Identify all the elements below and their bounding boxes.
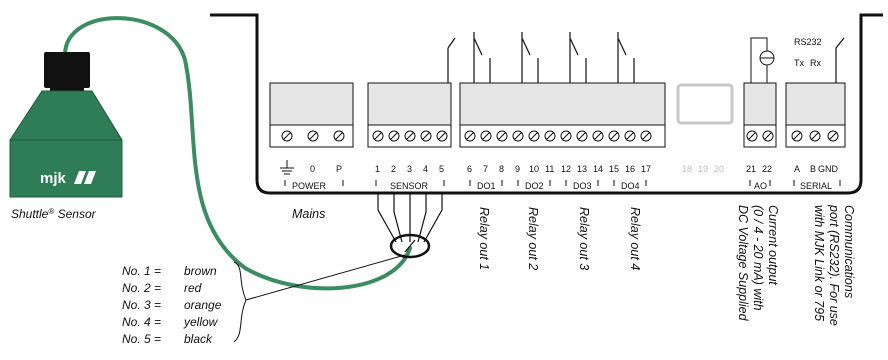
wire-4-number: No. 4 = (122, 315, 161, 329)
sensor-screws (372, 130, 448, 142)
terminal-8: 8 (499, 164, 504, 174)
sensor-terminal-block: 1 2 3 4 5 SENSOR (367, 82, 452, 191)
terminal-12: 12 (561, 164, 571, 174)
current-output-line-1: Current output (766, 205, 780, 285)
terminal-B: B (810, 164, 816, 174)
wire-color-legend: No. 1 = brown No. 2 = red No. 3 = orange… (122, 264, 222, 346)
terminal-1: 1 (375, 164, 380, 174)
terminal-19: 19 (698, 164, 708, 174)
relay-out-2-label: Relay out 2 (526, 207, 540, 270)
sensor-group-label: SENSOR (390, 181, 429, 191)
wire-5-color: black (184, 332, 213, 346)
tx-label: Tx (794, 58, 804, 68)
terminal-GND: GND (818, 164, 839, 174)
power-screws (281, 130, 345, 142)
terminal-3: 3 (407, 164, 412, 174)
analog-output-terminal-block: 21 22 AO (743, 37, 777, 191)
power-terminal-block: 0 P POWER (269, 82, 354, 191)
do-screws (464, 130, 652, 142)
sensor-cable (63, 16, 412, 291)
terminal-5: 5 (439, 164, 444, 174)
serial-group-label: SERIAL (800, 181, 832, 191)
wire-1-color: brown (184, 264, 217, 278)
relay-contacts (447, 32, 635, 83)
sensor-connector (44, 52, 90, 88)
terminal-14: 14 (593, 164, 603, 174)
relay-out-3-label: Relay out 3 (577, 207, 591, 270)
comms-line-3: with MJK Link or 795 (812, 205, 826, 321)
terminal-4: 4 (423, 164, 428, 174)
wire-2-color: red (184, 281, 202, 295)
terminal-9: 9 (515, 164, 520, 174)
terminal-20: 20 (714, 164, 724, 174)
cable-gland (389, 233, 431, 259)
do4-label: DO4 (621, 181, 640, 191)
wire-3-number: No. 3 = (122, 298, 161, 312)
power-group-label: POWER (292, 181, 327, 191)
wire-legend-bracket (233, 254, 406, 343)
sensor-body (9, 90, 123, 198)
terminal-P: P (336, 164, 342, 174)
terminal-2: 2 (391, 164, 396, 174)
mains-label: Mains (292, 207, 325, 221)
wire-1-number: No. 1 = (122, 264, 161, 278)
terminal-6: 6 (467, 164, 472, 174)
terminal-15: 15 (609, 164, 619, 174)
wire-5-number: No. 5 = (122, 332, 161, 346)
terminal-18: 18 (682, 164, 692, 174)
ground-icon (280, 160, 294, 175)
wire-3-color: orange (184, 298, 222, 312)
terminal-16: 16 (625, 164, 635, 174)
terminal-7: 7 (483, 164, 488, 174)
terminal-22: 22 (762, 164, 772, 174)
terminal-10: 10 (529, 164, 539, 174)
terminal-21: 21 (746, 164, 756, 174)
rx-label: Rx (810, 58, 821, 68)
rs232-label: RS232 (794, 37, 822, 47)
shuttle-sensor: mjk (9, 52, 123, 198)
serial-terminal-block: RS232 Tx Rx A B GND SERIAL (785, 37, 846, 191)
do1-label: DO1 (477, 181, 496, 191)
unused-terminal-slot: 18 19 20 (676, 83, 734, 174)
current-output-line-2: (0 / 4 - 20 mA) with (751, 205, 765, 311)
comms-line-1: Communications (842, 205, 856, 298)
current-output-line-3: DC Voltage Supplied (736, 205, 750, 322)
digital-output-terminal-block: 6 7 8 9 10 11 12 13 14 15 16 17 DO1 DO2 … (459, 82, 666, 191)
terminal-17: 17 (641, 164, 651, 174)
enclosure-outline (210, 13, 883, 195)
do3-label: DO3 (573, 181, 592, 191)
ao-group-label: AO (754, 181, 767, 191)
brand-slash-icon (74, 171, 96, 184)
relay-out-1-label: Relay out 1 (477, 207, 491, 270)
wire-4-color: yellow (183, 315, 219, 329)
do2-label: DO2 (525, 181, 544, 191)
comms-line-2: port (RS232). For use (827, 204, 841, 326)
terminal-0: 0 (310, 164, 315, 174)
sensor-caption: Shuttle® Sensor (11, 207, 97, 221)
relay-out-4-label: Relay out 4 (628, 207, 642, 270)
sensor-brand-logo: mjk (40, 170, 67, 187)
wire-2-number: No. 2 = (122, 281, 161, 295)
terminal-A: A (794, 164, 800, 174)
terminal-13: 13 (577, 164, 587, 174)
terminal-11: 11 (545, 164, 554, 174)
